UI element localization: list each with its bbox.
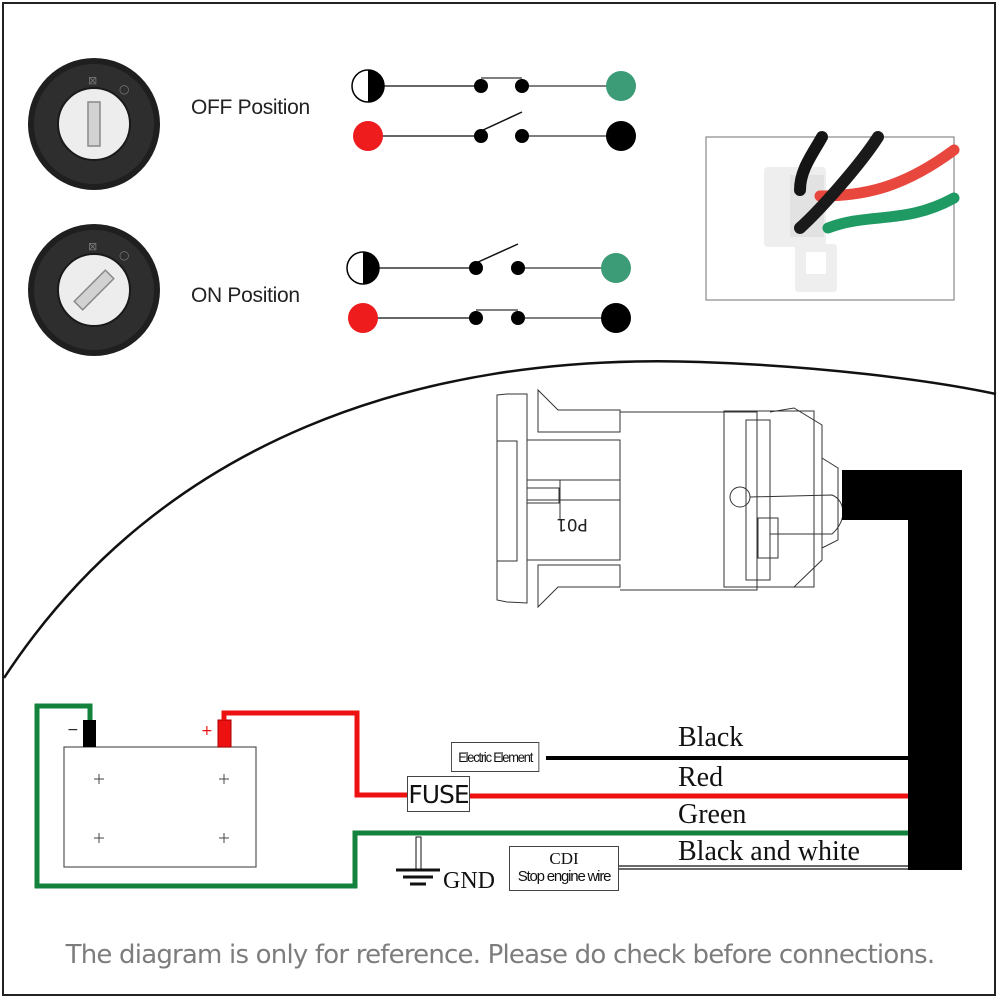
terminal-green	[601, 253, 631, 283]
cdi-box: CDI Stop engine wire	[509, 846, 619, 891]
terminal-black	[606, 121, 636, 151]
switch-contact-open	[475, 243, 519, 264]
terminal-black	[601, 303, 631, 333]
switch-pin	[469, 311, 483, 325]
power-icon: ○	[119, 248, 129, 262]
terminal-black-white-half	[368, 70, 384, 102]
switch-contact-open	[480, 111, 523, 132]
switch-pin	[474, 79, 488, 93]
terminal-red	[348, 303, 378, 333]
ground-label: GND	[443, 868, 495, 894]
engine-off-icon: ⊠	[88, 240, 97, 253]
red-wire-battery	[221, 710, 410, 798]
switch-schematics	[346, 69, 636, 333]
wire-bundle	[842, 470, 962, 870]
connector-photo	[705, 131, 960, 301]
battery	[63, 719, 257, 868]
cdi-subtitle: Stop engine wire	[517, 868, 612, 885]
battery-negative-sign: −	[67, 722, 79, 738]
battery-positive-sign: +	[201, 723, 213, 739]
battery-cell-marks	[94, 774, 229, 843]
switch-body-drawing	[496, 388, 844, 609]
key-switch-on: ⊠ ○	[28, 224, 160, 356]
switch-pin	[474, 129, 488, 143]
electric-element-label: Electric Element	[451, 742, 540, 772]
on-position-label: ON Position	[191, 284, 300, 307]
power-icon: ○	[119, 82, 129, 96]
terminal-red	[353, 121, 383, 151]
wire-label-green: Green	[678, 799, 747, 830]
switch-pin	[515, 79, 529, 93]
terminal-black-white-half	[363, 252, 379, 284]
green-wire	[34, 703, 908, 889]
switch-pin	[515, 129, 529, 143]
terminal-green	[606, 71, 636, 101]
wire-label-black-and-white: Black and white	[678, 836, 860, 867]
switch-pin	[511, 261, 525, 275]
off-position-label: OFF Position	[191, 96, 310, 119]
cdi-title: CDI	[549, 849, 579, 868]
section-divider-arc	[2, 360, 997, 679]
switch-pin	[469, 261, 483, 275]
engine-off-icon: ⊠	[88, 74, 97, 87]
switch-model-marking: P01	[556, 514, 588, 534]
battery-negative-terminal	[83, 720, 96, 747]
key-switch-off: ⊠ ○	[28, 58, 160, 190]
switch-pin	[511, 311, 525, 325]
battery-positive-terminal	[217, 719, 232, 748]
wiring	[34, 703, 908, 889]
wire-label-red: Red	[678, 762, 724, 793]
disclaimer-footer: The diagram is only for reference. Pleas…	[65, 940, 936, 970]
wire-label-black: Black	[678, 722, 744, 753]
fuse-label: FUSE	[407, 776, 470, 812]
